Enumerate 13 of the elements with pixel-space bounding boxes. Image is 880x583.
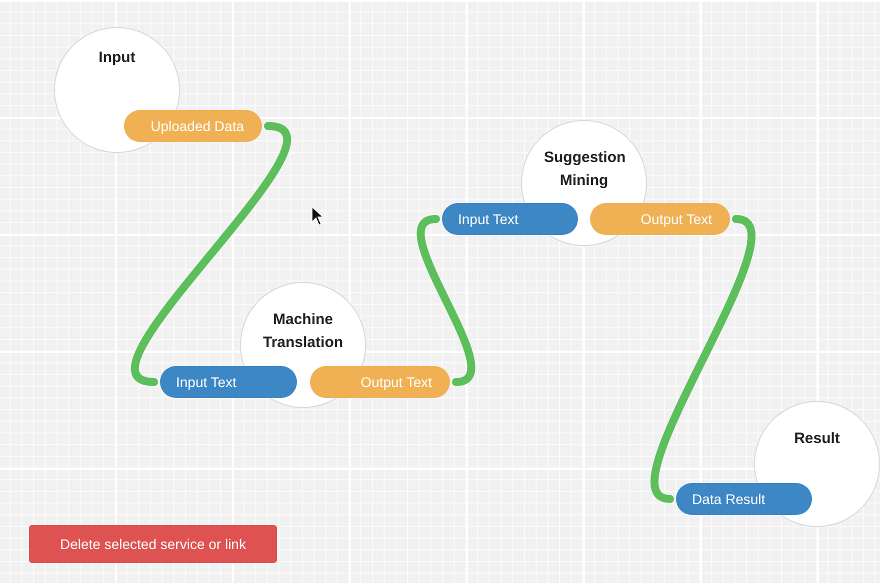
link-connector [132, 122, 290, 386]
output-port: Output Text [310, 366, 450, 398]
input-port: Input Text [160, 366, 297, 398]
output-port: Output Text [590, 203, 730, 235]
service-title: Machine Translation [262, 310, 344, 353]
service-title: Suggestion Mining [543, 148, 627, 191]
service-title: Input [98, 48, 136, 68]
output-port: Uploaded Data [124, 110, 262, 142]
input-port: Data Result [676, 483, 812, 515]
input-port: Input Text [442, 203, 578, 235]
service-title: Result [793, 429, 841, 449]
link-connector [416, 215, 476, 386]
delete-button: Delete selected service or link [29, 525, 277, 563]
